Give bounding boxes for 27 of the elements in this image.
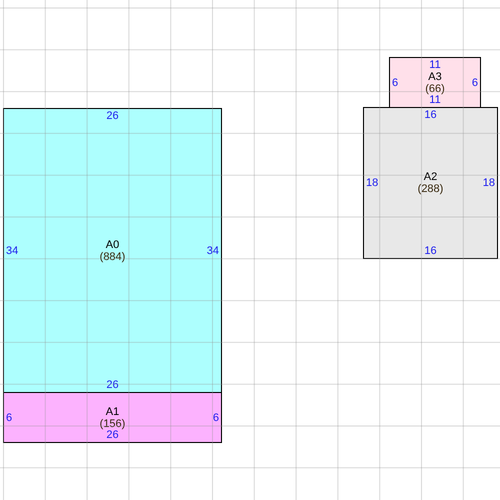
area-rectangle <box>389 57 481 108</box>
side-length: 18 <box>482 177 495 189</box>
area-name: A1 <box>106 406 120 418</box>
area-rectangle <box>363 107 498 259</box>
side-length: 6 <box>472 76 478 88</box>
area-rectangle <box>3 392 222 443</box>
side-length: 11 <box>429 59 441 71</box>
side-length: 26 <box>106 110 119 122</box>
side-length: 6 <box>392 76 398 88</box>
area-name: A2 <box>424 171 438 183</box>
area-value: (156) <box>100 418 126 430</box>
area-value: (288) <box>418 183 444 195</box>
area-name: A0 <box>106 238 120 250</box>
side-length: 34 <box>206 244 219 256</box>
side-length: 34 <box>6 244 18 256</box>
area-name: A3 <box>428 70 442 82</box>
side-length: 16 <box>424 109 437 121</box>
side-length: 6 <box>212 412 219 424</box>
side-length: 18 <box>366 177 378 189</box>
area-value: (66) <box>425 82 445 94</box>
side-length: 16 <box>424 245 437 257</box>
side-length: 26 <box>106 379 119 391</box>
side-length: 26 <box>106 429 119 441</box>
side-length: 11 <box>429 94 441 106</box>
area-rectangle <box>3 108 222 393</box>
area-value: (884) <box>100 250 126 262</box>
side-length: 6 <box>6 412 12 424</box>
